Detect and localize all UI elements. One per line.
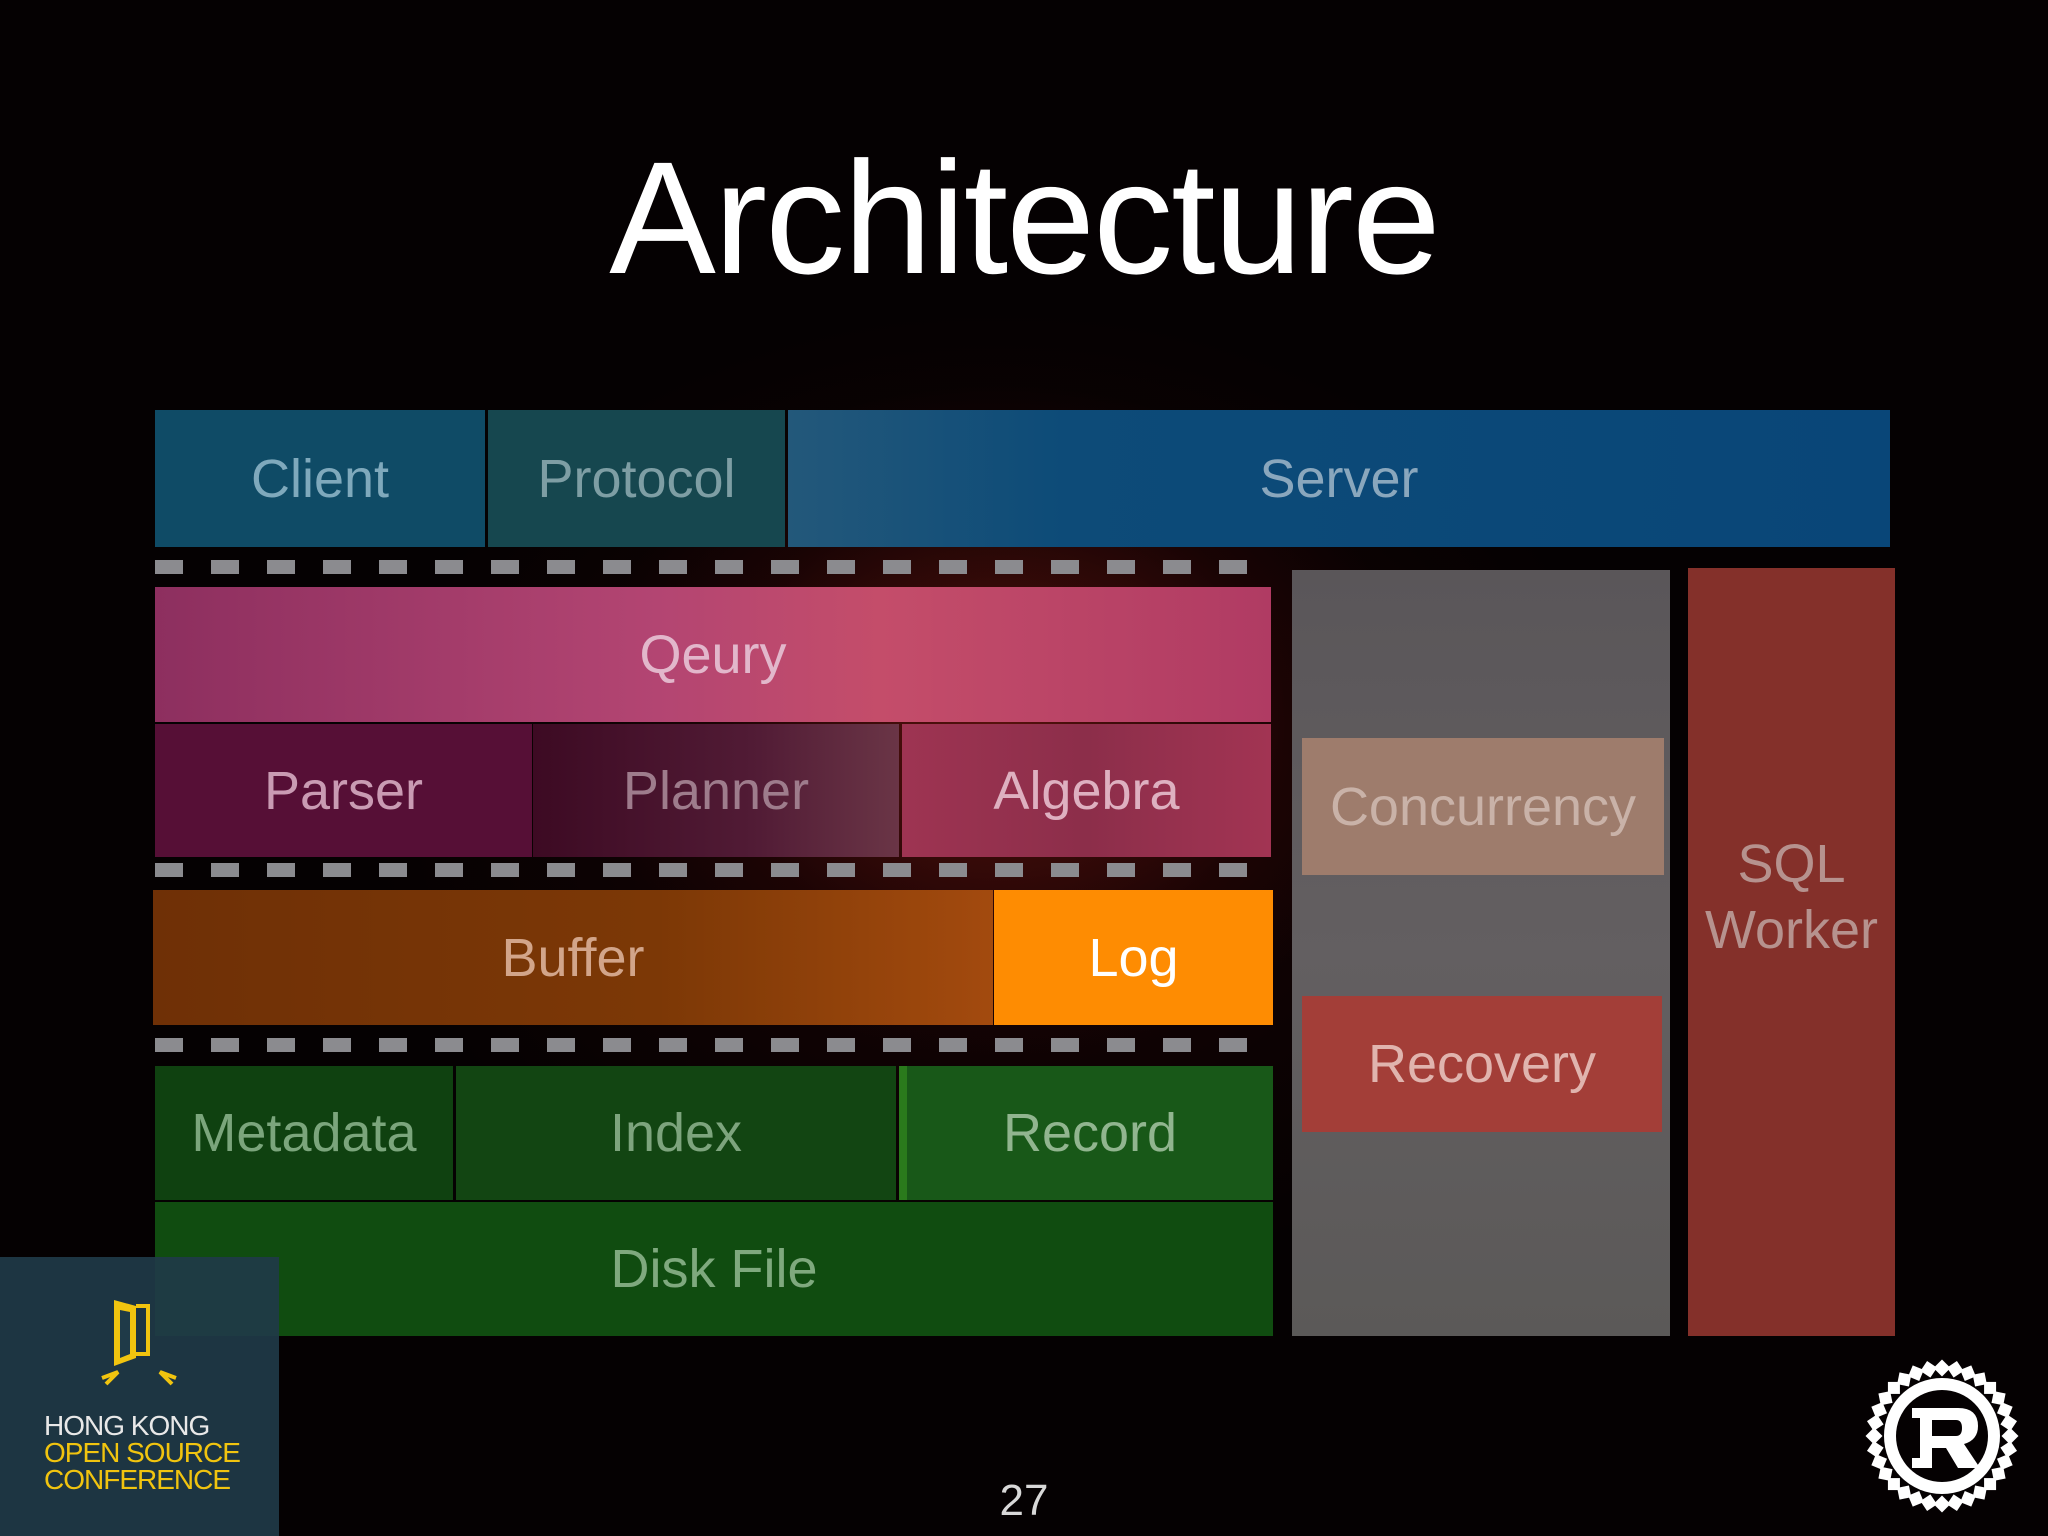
rust-gear-tooth bbox=[1996, 1454, 2013, 1470]
layer-separator bbox=[155, 1038, 1247, 1052]
disk-file-block: Disk File bbox=[155, 1202, 1273, 1336]
conference-logo-line3: CONFERENCE bbox=[44, 1464, 231, 1495]
protocol-block: Protocol bbox=[488, 410, 785, 547]
sql-worker-block: SQL Worker bbox=[1688, 568, 1895, 1336]
rust-gear-tooth bbox=[1946, 1360, 1964, 1378]
conference-logo-line2: OPEN SOURCE bbox=[44, 1437, 241, 1468]
client-block: Client bbox=[155, 410, 485, 547]
index-block: Index bbox=[456, 1066, 896, 1200]
rust-gear-tooth bbox=[1991, 1391, 2006, 1406]
rust-gear-tooth bbox=[1866, 1440, 1884, 1458]
rust-gear-tooth bbox=[1871, 1454, 1888, 1470]
rust-gear-tooth bbox=[1908, 1490, 1924, 1507]
rust-gear-tooth bbox=[1960, 1490, 1976, 1507]
rust-gear-tooth bbox=[1878, 1466, 1893, 1481]
rust-gear-tooth bbox=[1866, 1414, 1884, 1432]
server-block: Server bbox=[788, 410, 1890, 547]
metadata-block: Metadata bbox=[155, 1066, 453, 1200]
rust-gear-tooth bbox=[1887, 1478, 1900, 1491]
buffer-block: Buffer bbox=[153, 890, 993, 1025]
rust-gear-tooth bbox=[1946, 1494, 1964, 1512]
layer-separator bbox=[155, 560, 1247, 574]
conference-logo-panel bbox=[0, 1257, 279, 1536]
rust-gear-tooth bbox=[1908, 1365, 1924, 1382]
log-block: Log bbox=[994, 890, 1273, 1025]
algebra-block: Algebra bbox=[902, 724, 1271, 857]
rust-gear-tooth bbox=[1972, 1372, 1987, 1387]
rust-gear-tooth bbox=[1972, 1485, 1987, 1500]
sql-worker-label-line2: Worker bbox=[1704, 900, 1879, 960]
rust-gear-tooth bbox=[1897, 1485, 1912, 1500]
rust-gear-tooth bbox=[2000, 1414, 2018, 1432]
rust-gear-tooth bbox=[1984, 1381, 1997, 1394]
door-icon bbox=[101, 1300, 177, 1386]
rust-gear-tooth bbox=[1897, 1372, 1912, 1387]
qeury-block: Qeury bbox=[155, 587, 1271, 722]
rust-gear-tooth bbox=[1960, 1365, 1976, 1382]
rust-gear-tooth bbox=[1887, 1381, 1900, 1394]
rust-gear-tooth bbox=[1991, 1466, 2006, 1481]
conference-logo-text: HONG KONG OPEN SOURCE CONFERENCE bbox=[44, 1410, 274, 1495]
rust-gear-tooth bbox=[1871, 1402, 1888, 1418]
concurrency-column bbox=[1292, 570, 1670, 1336]
conference-logo-line1: HONG KONG bbox=[44, 1410, 210, 1441]
planner-block: Planner bbox=[533, 724, 899, 857]
page-number: 27 bbox=[999, 1476, 1049, 1525]
parser-block: Parser bbox=[155, 724, 532, 857]
rust-gear-tooth bbox=[1920, 1360, 1938, 1378]
rust-gear-tooth bbox=[1878, 1391, 1893, 1406]
concurrency-block: Concurrency bbox=[1302, 738, 1664, 875]
slide-title: Architecture bbox=[609, 128, 1441, 307]
rust-gear-tooth bbox=[1996, 1402, 2013, 1418]
rust-logo-icon bbox=[1865, 1359, 2019, 1513]
rust-gear-tooth bbox=[2000, 1440, 2018, 1458]
layer-separator bbox=[155, 863, 1247, 877]
rust-gear-tooth bbox=[1984, 1478, 1997, 1491]
record-block: Record bbox=[899, 1066, 1273, 1200]
recovery-block: Recovery bbox=[1302, 996, 1662, 1132]
sql-worker-label-line1: SQL bbox=[1737, 834, 1846, 894]
rust-gear-tooth bbox=[1920, 1494, 1938, 1512]
